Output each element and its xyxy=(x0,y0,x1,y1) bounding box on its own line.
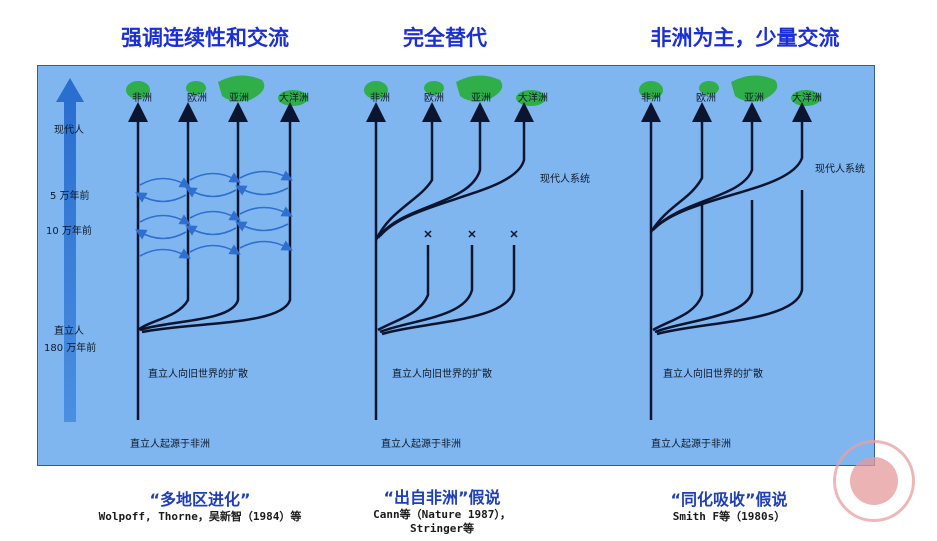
caption-assimilation-ref: Smith F等（1980s） xyxy=(672,510,786,523)
axis-label-modern: 现代人 xyxy=(54,125,84,136)
label-oceania-2: 大洋洲 xyxy=(518,93,548,104)
title-assimilation: 非洲为主，少量交流 xyxy=(650,26,840,50)
panel3-modern-system-label: 现代人系统 xyxy=(815,164,865,175)
caption-multiregional-ref: Wolpoff, Thorne，吴新智（1984）等 xyxy=(98,510,302,523)
panel3-origin-label: 直立人起源于非洲 xyxy=(651,439,731,450)
panel3-dispersal-label: 直立人向旧世界的扩散 xyxy=(663,369,763,380)
institution-seal-logo xyxy=(833,440,915,522)
panel1-lineages xyxy=(128,102,300,420)
panel2-lineages xyxy=(366,102,534,420)
label-europe-2: 欧洲 xyxy=(424,93,444,104)
label-africa-3: 非洲 xyxy=(641,93,661,104)
panel1-gene-flow-arrows xyxy=(135,170,293,259)
label-africa-1: 非洲 xyxy=(132,93,152,104)
panel1-origin-label: 直立人起源于非洲 xyxy=(130,439,210,450)
panel2-origin-label: 直立人起源于非洲 xyxy=(381,439,461,450)
axis-label-erectus: 直立人 xyxy=(54,326,84,337)
label-oceania-1: 大洋洲 xyxy=(279,93,309,104)
panel2-extinction-marks xyxy=(424,230,518,238)
caption-out-of-africa: “出自非洲”假说 Cann等（Nature 1987）， Stringer等 xyxy=(373,484,511,536)
caption-out-of-africa-ref1: Cann等（Nature 1987）， xyxy=(373,508,511,521)
axis-label-1800ka: 180 万年前 xyxy=(44,343,97,354)
caption-out-of-africa-ref2: Stringer等 xyxy=(410,522,474,535)
panel2-dispersal-label: 直立人向旧世界的扩散 xyxy=(392,369,492,380)
time-axis-arrow xyxy=(56,78,84,422)
axis-label-50ka: 5 万年前 xyxy=(50,191,90,202)
label-asia-2: 亚洲 xyxy=(471,93,491,104)
panel1-dispersal-label: 直立人向旧世界的扩散 xyxy=(148,369,248,380)
label-europe-3: 欧洲 xyxy=(696,93,716,104)
label-asia-1: 亚洲 xyxy=(229,93,249,104)
label-europe-1: 欧洲 xyxy=(187,93,207,104)
title-multiregional: 强调连续性和交流 xyxy=(121,26,289,50)
panel2-modern-system-label: 现代人系统 xyxy=(540,174,590,185)
label-oceania-3: 大洋洲 xyxy=(792,93,822,104)
axis-label-100ka: 10 万年前 xyxy=(46,226,92,237)
caption-multiregional-title: “多地区进化” xyxy=(149,490,251,509)
label-asia-3: 亚洲 xyxy=(744,93,764,104)
caption-assimilation-title: “同化吸收”假说 xyxy=(670,490,788,509)
caption-multiregional: “多地区进化” Wolpoff, Thorne，吴新智（1984）等 xyxy=(99,486,302,524)
label-africa-2: 非洲 xyxy=(370,93,390,104)
diagram-panel xyxy=(37,65,875,466)
panel3-lineages xyxy=(641,102,812,420)
caption-out-of-africa-title: “出自非洲”假说 xyxy=(383,488,501,507)
caption-assimilation: “同化吸收”假说 Smith F等（1980s） xyxy=(670,486,787,524)
title-replacement: 完全替代 xyxy=(403,26,487,50)
